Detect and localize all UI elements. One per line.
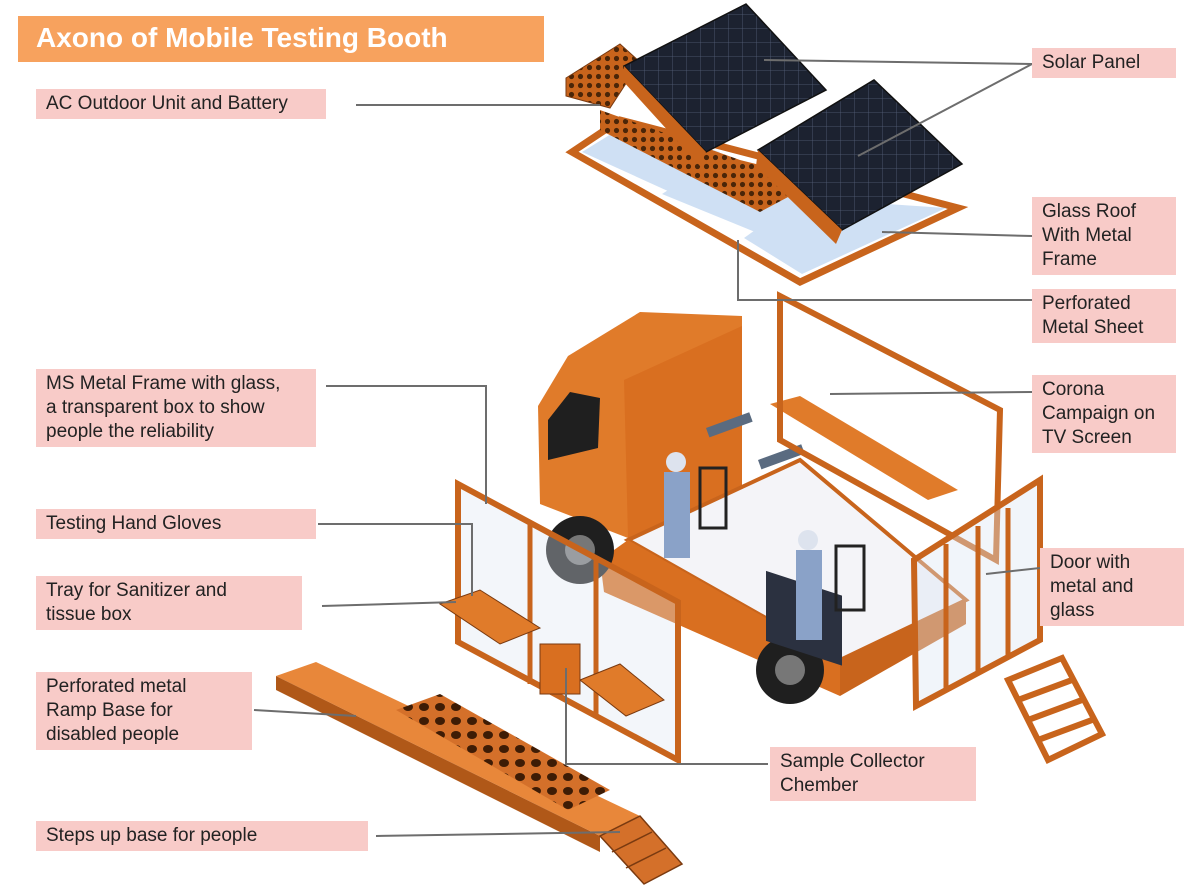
- person-2-head: [798, 530, 818, 550]
- label-line: AC Outdoor Unit and Battery: [46, 93, 288, 114]
- label-line: a transparent box to show: [46, 397, 265, 418]
- tv-bar-1: [705, 412, 753, 438]
- roof-glass-right: [744, 198, 946, 274]
- label-line: Perforated: [1042, 293, 1131, 314]
- label-line: Chember: [780, 775, 859, 796]
- label-line: Testing Hand Gloves: [46, 513, 222, 534]
- label-line: With Metal: [1042, 225, 1132, 246]
- label-line: Door with: [1050, 552, 1131, 573]
- label-line: people the reliability: [46, 421, 214, 442]
- person-1-body: [664, 472, 690, 558]
- solar-panel-1: [622, 3, 828, 153]
- label-line: Metal Sheet: [1042, 317, 1144, 338]
- diagram-title: Axono of Mobile Testing Booth: [36, 22, 448, 53]
- label-line: Steps up base for people: [46, 825, 258, 846]
- label-line: Glass Roof: [1042, 201, 1136, 222]
- label-line: metal and: [1050, 576, 1134, 597]
- label-ac-outdoor-unit: AC Outdoor Unit and Battery: [36, 89, 326, 119]
- chair-2: [834, 544, 866, 612]
- chassis-rear: [840, 600, 966, 696]
- label-corona-campaign: Corona Campaign on TV Screen: [1032, 375, 1176, 453]
- cab-window: [548, 392, 600, 460]
- label-line: Solar Panel: [1042, 52, 1141, 73]
- ramp-side: [276, 676, 600, 852]
- person-2-body: [796, 550, 822, 640]
- sample-tray: [579, 663, 665, 717]
- label-perforated-metal-sheet: Perforated Metal Sheet: [1032, 289, 1176, 343]
- label-door: Door with metal and glass: [1040, 548, 1184, 626]
- label-line: MS Metal Frame with glass,: [46, 373, 281, 394]
- roof-perforated-sheet: [600, 110, 820, 212]
- label-sample-collector: Sample Collector Chember: [770, 747, 976, 801]
- door-steps: [1003, 654, 1107, 764]
- rear-frame: [777, 291, 1004, 566]
- label-glass-roof: Glass Roof With Metal Frame: [1032, 197, 1176, 275]
- label-line: Tray for Sanitizer and: [46, 580, 227, 601]
- label-solar-panel: Solar Panel: [1032, 48, 1176, 78]
- ac-unit-box: [565, 43, 641, 109]
- label-line: Sample Collector: [780, 751, 925, 772]
- label-ms-metal-frame: MS Metal Frame with glass, a transparent…: [36, 369, 316, 447]
- roof-assembly: [565, 3, 969, 286]
- sanitizer-tray: [438, 589, 542, 645]
- label-line: TV Screen: [1042, 427, 1132, 448]
- ramp-steps: [598, 815, 684, 885]
- ramp: [276, 662, 684, 885]
- label-line: tissue box: [46, 604, 132, 625]
- chair-1: [698, 466, 728, 530]
- label-line: Ramp Base for: [46, 700, 173, 721]
- person-1-head: [666, 452, 686, 472]
- truck: [438, 291, 1043, 766]
- label-line: glass: [1050, 600, 1095, 621]
- label-sanitizer-tray: Tray for Sanitizer and tissue box: [36, 576, 302, 630]
- label-line: Corona: [1042, 379, 1105, 400]
- label-testing-hand-gloves: Testing Hand Gloves: [36, 509, 316, 539]
- label-line: Campaign on: [1042, 403, 1156, 424]
- sample-collector-box: [539, 643, 581, 695]
- solar-support-1: [622, 66, 706, 166]
- label-line: disabled people: [46, 724, 180, 745]
- cab-side-panel: [624, 326, 742, 538]
- roof-glass-left: [582, 126, 720, 192]
- label-steps-up-base: Steps up base for people: [36, 821, 368, 851]
- label-ramp-base: Perforated metal Ramp Base for disabled …: [36, 672, 252, 750]
- label-line: Frame: [1042, 249, 1097, 270]
- solar-support-2: [756, 150, 842, 244]
- title-banner: [18, 16, 544, 62]
- inner-shelf: [770, 396, 958, 500]
- leader-lines: [253, 59, 1041, 837]
- ramp-holes: [396, 694, 610, 810]
- label-line: Perforated metal: [46, 676, 187, 697]
